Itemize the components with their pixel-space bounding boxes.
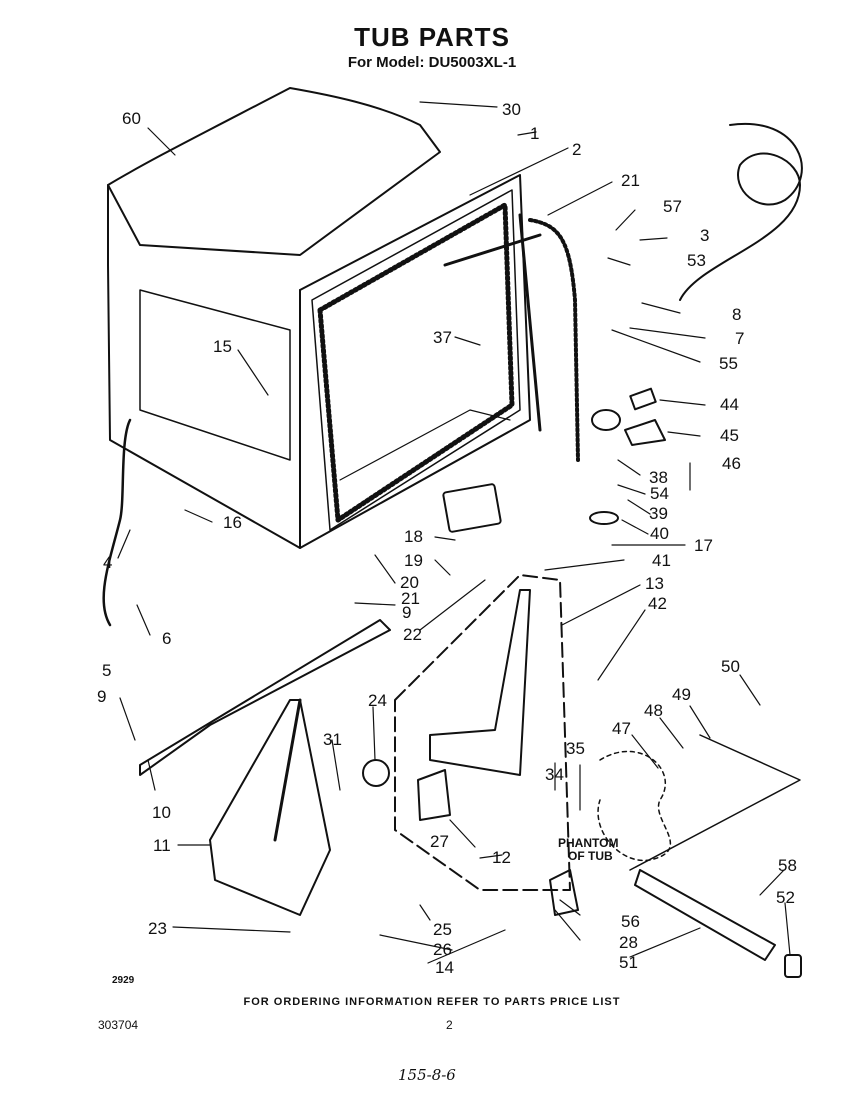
door-frame-13 — [394, 574, 571, 891]
callout-25: 25 — [433, 920, 452, 939]
phantom-label-line1: PHANTOM — [558, 836, 618, 850]
callout-1: 1 — [530, 124, 539, 143]
rail-guide — [629, 734, 801, 871]
phantom-label-line2: OF TUB — [568, 849, 613, 863]
part-40 — [589, 511, 619, 525]
drain-hose-coil — [679, 122, 803, 301]
bracket-45 — [624, 419, 666, 446]
callout-50: 50 — [721, 657, 740, 676]
handwritten-note: 155-8-6 — [398, 1066, 456, 1084]
bracket-44 — [629, 387, 657, 411]
callout-44: 44 — [720, 395, 739, 414]
callout-55: 55 — [719, 354, 738, 373]
callout-11: 11 — [153, 836, 171, 855]
callout-6: 6 — [162, 629, 171, 648]
callout-18: 18 — [404, 527, 423, 546]
tub-left-side — [107, 184, 301, 549]
callout-56: 56 — [621, 912, 640, 931]
callout-9a: 9 — [402, 603, 411, 622]
tub-inner-frame — [311, 189, 521, 531]
float-38 — [591, 409, 621, 431]
callout-9b: 9 — [97, 687, 106, 706]
phantom-tub-outline — [597, 750, 672, 862]
left-hose-5 — [102, 418, 132, 627]
page-number: 2 — [446, 1018, 453, 1032]
callout-14: 14 — [435, 958, 454, 977]
callout-19: 19 — [404, 551, 423, 570]
callout-40: 40 — [650, 524, 669, 543]
wheel-24 — [362, 759, 390, 787]
callout-42: 42 — [648, 594, 667, 613]
left-gasket-strip — [518, 213, 542, 432]
right-gasket-strip — [528, 218, 580, 462]
callout-28: 28 — [619, 933, 638, 952]
callout-3: 3 — [700, 226, 709, 245]
callout-46: 46 — [722, 454, 741, 473]
callout-34: 34 — [545, 765, 564, 784]
callout-30: 30 — [502, 100, 521, 119]
callout-31: 31 — [323, 730, 342, 749]
callout-39: 39 — [649, 504, 668, 523]
callout-labels: 1 2 3 4 5 6 7 8 9 9 10 11 12 13 14 15 16… — [97, 100, 797, 977]
long-rail-51 — [634, 869, 776, 961]
callout-10: 10 — [152, 803, 171, 822]
callout-53: 53 — [687, 251, 706, 270]
callout-24: 24 — [368, 691, 387, 710]
bracket-27 — [417, 769, 451, 821]
callout-23: 23 — [148, 919, 167, 938]
support-arm — [273, 698, 302, 842]
callout-15: 15 — [213, 337, 232, 356]
callout-16: 16 — [223, 513, 242, 532]
callout-20: 20 — [400, 573, 419, 592]
callout-49: 49 — [672, 685, 691, 704]
callout-54: 54 — [650, 484, 669, 503]
callout-22: 22 — [403, 625, 422, 644]
callout-60: 60 — [122, 109, 141, 128]
callout-26: 26 — [433, 940, 452, 959]
drawing-code: 2929 — [112, 975, 135, 986]
callout-51: 51 — [619, 953, 638, 972]
callout-8: 8 — [732, 305, 741, 324]
hinge-arm — [429, 589, 531, 776]
top-rail — [443, 233, 542, 267]
callout-4: 4 — [103, 553, 112, 572]
leader-lines — [117, 101, 791, 964]
cap-52 — [784, 954, 802, 978]
callout-13: 13 — [645, 574, 664, 593]
callout-52: 52 — [776, 888, 795, 907]
callout-57: 57 — [663, 197, 682, 216]
callout-7: 7 — [735, 329, 744, 348]
callout-35: 35 — [566, 739, 585, 758]
callout-27: 27 — [430, 832, 449, 851]
callout-41: 41 — [652, 551, 671, 570]
callout-21a: 21 — [621, 171, 640, 190]
page-title: TUB PARTS — [354, 22, 510, 52]
callout-38: 38 — [649, 468, 668, 487]
callout-45: 45 — [720, 426, 739, 445]
callout-12: 12 — [492, 848, 511, 867]
bracket-28 — [549, 869, 579, 916]
callout-21b: 21 — [401, 589, 420, 608]
tub-side-window — [139, 289, 291, 461]
callout-2: 2 — [572, 140, 581, 159]
valve-block-18 — [442, 483, 502, 533]
callout-47: 47 — [612, 719, 631, 738]
side-frame-11 — [209, 699, 331, 916]
tub-top-panel — [107, 87, 441, 256]
callout-37: 37 — [433, 328, 452, 347]
door-gasket — [317, 202, 515, 523]
callout-17: 17 — [694, 536, 713, 555]
callout-58: 58 — [778, 856, 797, 875]
callout-48: 48 — [644, 701, 663, 720]
tub-right-face — [299, 174, 531, 549]
ordering-note: FOR ORDERING INFORMATION REFER TO PARTS … — [243, 996, 621, 1008]
inner-floor — [339, 409, 511, 481]
document-number: 303704 — [98, 1018, 139, 1032]
bracket-10 — [139, 619, 391, 776]
callout-5: 5 — [102, 661, 111, 680]
model-subtitle: For Model: DU5003XL-1 — [347, 54, 517, 71]
